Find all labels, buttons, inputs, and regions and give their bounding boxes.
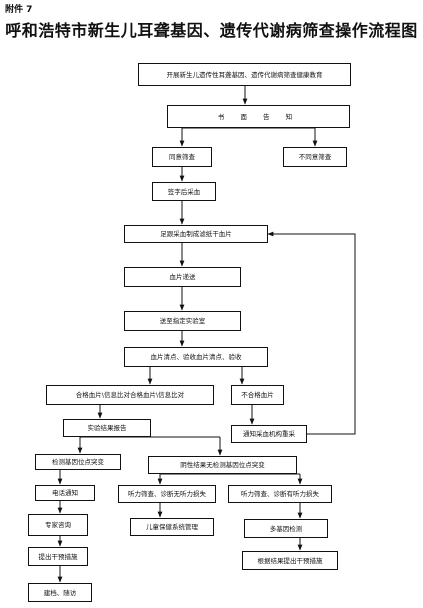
node-expert-consult: 专家咨询 <box>28 514 88 536</box>
node-notice: 书 面 告 知 <box>167 105 350 128</box>
node-to-lab: 送至指定实验室 <box>124 311 241 331</box>
annex-label: 附件 7 <box>5 5 33 15</box>
page-title: 呼和浩特市新生儿耳聋基因、遗传代谢病筛查操作流程图 <box>5 21 418 40</box>
node-negative-no-mutation: 阴性结果无检测基因位点突变 <box>148 456 297 474</box>
node-blood-delivery: 血片递送 <box>124 267 241 287</box>
node-phone-notice: 电话通知 <box>35 485 95 501</box>
node-intervention-advice: 提出干预措施 <box>28 547 88 566</box>
node-intervention-by-result: 根据结果提出干预措施 <box>242 551 338 570</box>
node-sign-blood: 签字后采血 <box>152 182 216 201</box>
node-qualified: 合格血片\信息比对合格血片\信息比对 <box>46 385 214 405</box>
node-mutation-detected: 检测基因位点突变 <box>35 454 121 470</box>
node-unqualified: 不合格血片 <box>231 385 284 405</box>
node-refuse: 不同意筛查 <box>283 147 347 167</box>
node-hearing-fail: 听力筛查、诊断有听力损失 <box>228 485 332 503</box>
node-multi-gene: 多基因检测 <box>244 519 328 538</box>
node-heel-blood: 足跟采血制成滤纸干血片 <box>124 225 268 243</box>
node-child-health: 儿童保健系统管理 <box>130 518 214 536</box>
node-archive-followup: 建档、随访 <box>28 583 92 602</box>
node-consent: 同意筛查 <box>152 147 212 167</box>
node-notify-resample: 通知采血机构重采 <box>231 425 307 443</box>
node-education: 开展新生儿遗传性耳聋基因、遗传代谢病筛查健康教育 <box>138 63 351 86</box>
node-check-accept: 血片清点、验收血片清点、验收 <box>124 347 268 367</box>
node-report: 实验结果报告 <box>63 419 151 437</box>
arrow-notify-back-to-heel <box>267 231 356 435</box>
node-hearing-pass: 听力筛查、诊断无听力损失 <box>118 485 216 503</box>
